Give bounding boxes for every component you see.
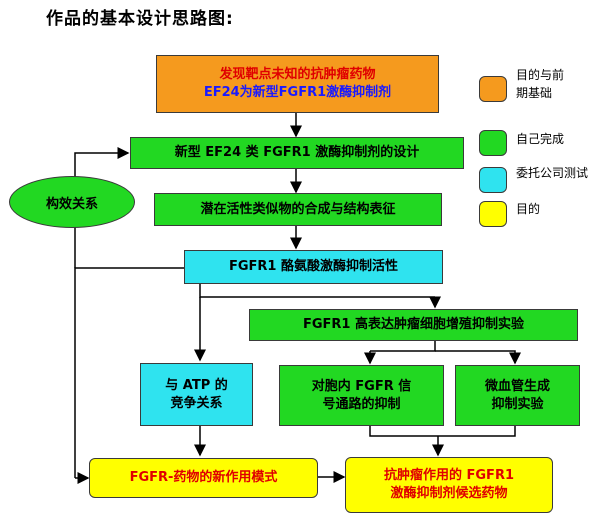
box-kinase-activity: FGFR1 酪氨酸激酶抑制活性 (184, 250, 443, 284)
legend-swatch-green (479, 130, 507, 156)
page-title: 作品的基本设计思路图: (46, 9, 234, 29)
box-final-candidate: 抗肿瘤作用的 FGFR1 激酶抑制剂候选药物 (345, 457, 553, 513)
box-cell-proliferation: FGFR1 高表达肿瘤细胞增殖抑制实验 (249, 309, 578, 341)
legend-text-yellow: 目的 (516, 200, 540, 218)
box-signal-line1: 对胞内 FGFR 信 (311, 378, 412, 394)
legend-text-orange: 目的与前 期基础 (516, 66, 564, 102)
legend-orange-line2: 期基础 (516, 86, 553, 100)
arrow-cell-to-angio (435, 350, 521, 365)
legend-green-line1: 自己完成 (516, 132, 565, 146)
box-goal-line1: 发现靶点未知的抗肿瘤药物 (219, 67, 376, 83)
legend-cyan-line1: 委托公司测试 (516, 166, 589, 180)
ellipse-structure-activity: 构效关系 (9, 176, 135, 228)
box-atp-line1: 与 ATP 的 (165, 377, 228, 393)
arrow-ellipse-to-design (74, 147, 130, 178)
box-signal-line2: 号通路的抑制 (322, 396, 401, 412)
box-angio-line1: 微血管生成 (484, 378, 550, 394)
box-cell-proliferation-label: FGFR1 高表达肿瘤细胞增殖抑制实验 (302, 317, 524, 333)
box-new-mode: FGFR-药物的新作用模式 (89, 458, 318, 498)
legend-swatch-cyan (479, 167, 507, 193)
box-goal-basis: 发现靶点未知的抗肿瘤药物 EF24为新型FGFR1激酶抑制剂 (156, 55, 439, 113)
box-design-label: 新型 EF24 类 FGFR1 激酶抑制剂的设计 (174, 145, 420, 161)
line-activity-split (199, 284, 435, 298)
box-synthesis-label: 潜在活性类似物的合成与结构表征 (200, 201, 396, 217)
box-angio-line2: 抑制实验 (491, 396, 544, 412)
box-synthesis: 潜在活性类似物的合成与结构表征 (154, 193, 442, 226)
box-final-line1: 抗肿瘤作用的 FGFR1 (383, 468, 514, 484)
legend-orange-line1: 目的与前 (516, 68, 565, 82)
line-angio-merge (438, 426, 516, 437)
box-final-line2: 激酶抑制剂候选药物 (390, 486, 508, 501)
legend-swatch-yellow (479, 201, 507, 227)
legend-text-green: 自己完成 (516, 130, 564, 148)
box-design: 新型 EF24 类 FGFR1 激酶抑制剂的设计 (130, 137, 464, 169)
box-signal-inhibition: 对胞内 FGFR 信 号通路的抑制 (279, 365, 444, 426)
box-kinase-activity-label: FGFR1 酪氨酸激酶抑制活性 (228, 259, 398, 275)
box-atp-line2: 竞争关系 (170, 395, 223, 411)
line-cell-split (370, 341, 436, 352)
box-goal-line2: EF24为新型FGFR1激酶抑制剂 (203, 85, 392, 100)
box-angiogenesis: 微血管生成 抑制实验 (455, 365, 580, 426)
box-atp-competition: 与 ATP 的 竞争关系 (140, 363, 253, 426)
legend-swatch-orange (479, 76, 507, 102)
line-signal-merge (369, 426, 438, 437)
legend-yellow-line1: 目的 (516, 202, 541, 216)
ellipse-label: 构效关系 (45, 196, 98, 212)
box-new-mode-label: FGFR-药物的新作用模式 (129, 470, 278, 486)
legend-text-cyan: 委托公司测试 (516, 164, 588, 182)
